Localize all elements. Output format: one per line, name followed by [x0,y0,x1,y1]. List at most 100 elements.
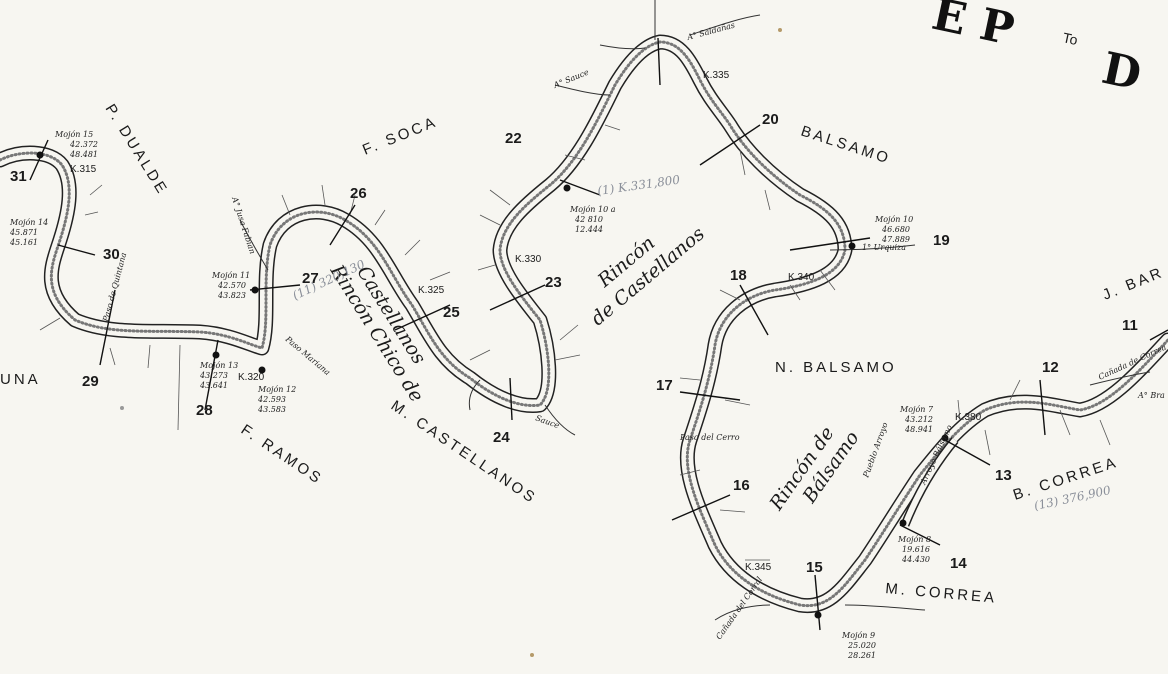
section-number: 16 [733,477,750,494]
section-number: 14 [950,555,967,572]
svg-text:42.570: 42.570 [217,281,246,290]
svg-text:42.372: 42.372 [69,140,98,149]
section-number: 15 [806,559,823,576]
svg-text:42.593: 42.593 [257,395,286,404]
svg-text:43.212: 43.212 [904,415,933,424]
svg-text:Mojón 8: Mojón 8 [897,535,931,544]
svg-text:47.889: 47.889 [881,235,910,244]
section-number: 24 [493,429,510,446]
section-number: 19 [933,232,950,249]
mojon-markers [36,151,949,619]
paper-speck [530,653,534,657]
river-channel [0,34,1168,614]
svg-text:43.273: 43.273 [199,371,228,380]
section-number: 26 [350,185,367,202]
place-note: Pueblo Arroyo [861,421,890,480]
km-mark: K.340 [788,272,815,283]
place-note: A° Jusa Fabian [230,195,257,255]
owner-m-correa: M. CORREA [885,580,998,607]
section-number: 25 [443,304,460,321]
svg-text:Mojón 12: Mojón 12 [257,385,296,394]
owner-f-soca: F. SOCA [360,113,440,158]
svg-text:Mojón 13: Mojón 13 [199,361,238,370]
svg-text:44.430: 44.430 [901,555,930,564]
section-number: 20 [762,111,779,128]
section-number: 29 [82,373,99,390]
svg-text:46.680: 46.680 [881,225,910,234]
mojon-11-note: Mojón 11 42.570 43.823 [211,271,250,300]
svg-text:Mojón 11: Mojón 11 [211,271,250,280]
mojon-14-note: Mojón 14 45.871 45.161 [9,218,48,247]
svg-text:Mojón 7: Mojón 7 [899,405,934,414]
section-number: 30 [103,246,120,263]
svg-text:12.444: 12.444 [575,225,603,234]
mojon-7-note: Mojón 7 43.212 48.941 [899,405,934,434]
svg-text:45.871: 45.871 [9,228,38,237]
place-note: A° Sauce [551,68,590,91]
svg-text:Mojón 9: Mojón 9 [841,631,875,640]
km-mark: K.345 [745,562,772,573]
place-note: A° Saldañas [685,21,736,43]
svg-text:Mojón 10: Mojón 10 [874,215,913,224]
owner-balsamo: BALSAMO [799,123,893,168]
paper-speck [778,28,782,32]
section-number: 22 [505,130,522,147]
km-mark: K.315 [70,164,97,175]
section-number: 18 [730,267,747,284]
owner-una: UNA [0,371,41,388]
mojon-9-note: Mojón 9 25.020 28.261 [841,631,876,660]
tributaries [239,0,1151,621]
section-number: 11 [1122,317,1138,334]
owner-f-ramos: F. RAMOS [238,421,326,488]
place-note: Sauce [534,413,560,430]
svg-text:43.823: 43.823 [217,291,246,300]
place-note: Paso del Cerro [679,433,740,442]
svg-text:48.481: 48.481 [69,150,98,159]
section-number: 12 [1042,359,1059,376]
owner-m-castellanos: M. CASTELLANOS [388,397,540,507]
owner-n-balsamo: N. BALSAMO [775,359,897,376]
owner-j-bar: J. BAR [1100,264,1166,304]
mojon-8-note: Mojón 8 19.616 44.430 [897,535,931,564]
rincon-balsamo: Rincón de Bálsamo [765,423,864,515]
km-mark: K.335 [703,70,730,81]
section-lines [29,37,1168,631]
bank-hachures [39,124,1111,561]
km-mark: K.330 [515,254,542,265]
section-number: 31 [10,168,27,185]
mojon-15-note: Mojón 15 42.372 48.481 [54,130,98,159]
svg-text:25.020: 25.020 [847,641,876,650]
svg-text:Mojón 15: Mojón 15 [54,130,93,139]
svg-text:19.616: 19.616 [902,545,930,554]
svg-text:Mojón 10 a: Mojón 10 a [569,205,616,214]
header-fragment-d: D [1098,43,1146,101]
svg-text:48.941: 48.941 [904,425,933,434]
mojon-12-note: Mojón 12 42.593 43.583 [257,385,296,414]
paper-speck [120,406,124,410]
section-number: 27 [302,270,319,287]
header-fragment-to: To [1061,29,1079,48]
svg-text:Mojón 14: Mojón 14 [9,218,48,227]
svg-text:28.261: 28.261 [847,651,876,660]
km-mark: K.380 [955,412,982,423]
section-number: 17 [656,377,673,394]
km-mark: K.325 [418,285,445,296]
section-number: 23 [545,274,562,291]
svg-text:43.583: 43.583 [257,405,286,414]
mojon-10-note: Mojón 10 46.680 47.889 [874,215,913,244]
handwritten-note: (1) K.331,800 [596,172,681,197]
mojon-13-note: Mojón 13 43.273 43.641 [199,361,238,390]
svg-text:45.161: 45.161 [9,238,38,247]
svg-text:42 810: 42 810 [574,215,603,224]
place-note: Paso Mariana [283,334,332,377]
mojon-10a-note: Mojón 10 a 42 810 12.444 [569,205,616,234]
km-mark: K.320 [238,372,265,383]
place-note: A° Bra [1137,391,1165,400]
section-number: 13 [995,467,1012,484]
header-fragment-ep: E P [928,0,1019,56]
place-note: 1° Urquiza [862,243,906,252]
owner-p-dualde: P. DUALDE [102,101,172,198]
section-number: 28 [196,402,213,419]
